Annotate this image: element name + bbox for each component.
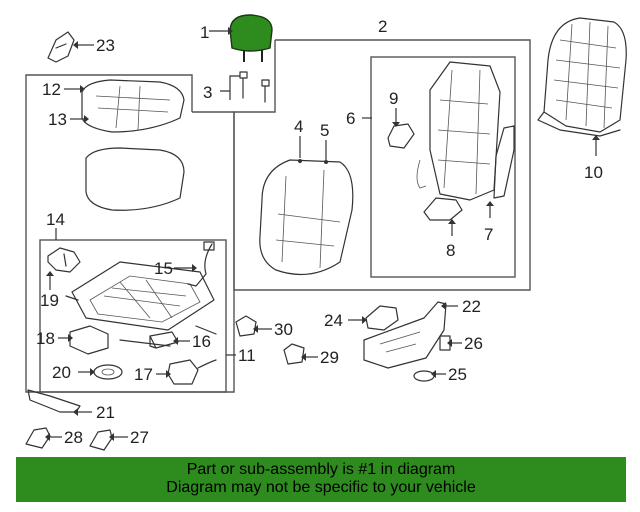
callout-16: 16 <box>192 332 211 351</box>
cushion-pad-part <box>85 147 185 211</box>
motor-part-18 <box>69 325 109 355</box>
callout-14: 14 <box>46 210 65 229</box>
switch-part-24 <box>365 305 399 331</box>
banner-line-2: Diagram may not be specific to your vehi… <box>166 479 476 496</box>
leader-3 <box>220 75 240 92</box>
callout-19: 19 <box>40 291 59 310</box>
side-shield-part-22 <box>363 301 447 369</box>
side-module-part-7 <box>493 125 515 199</box>
callout-6: 6 <box>346 109 355 128</box>
seatback-cover-part <box>259 159 354 276</box>
callout-15: 15 <box>154 259 173 278</box>
callout-9: 9 <box>389 89 398 108</box>
callout-29: 29 <box>320 348 339 367</box>
knob-part-25 <box>413 370 435 382</box>
callout-4: 4 <box>294 117 303 136</box>
callout-1: 1 <box>200 23 209 42</box>
callout-13: 13 <box>48 110 67 129</box>
clip-part-30 <box>235 315 257 337</box>
callout-27: 27 <box>130 428 149 447</box>
info-banner: Part or sub-assembly is #1 in diagram Di… <box>16 457 626 502</box>
callout-7: 7 <box>484 225 493 244</box>
callout-21: 21 <box>96 403 115 422</box>
clip-part-28 <box>25 427 51 449</box>
callout-10: 10 <box>584 163 603 182</box>
seatback-group-box <box>233 39 531 291</box>
callout-22: 22 <box>462 297 481 316</box>
track-group-box <box>39 239 227 393</box>
callout-28: 28 <box>64 428 83 447</box>
callout-18: 18 <box>36 329 55 348</box>
clip-part-27 <box>89 429 113 451</box>
frame-group-box <box>370 56 516 278</box>
bracket-part-8 <box>423 197 463 221</box>
seat-track-frame <box>65 261 217 347</box>
motor-part-17 <box>167 359 217 385</box>
callout-30: 30 <box>274 320 293 339</box>
banner-line-1: Part or sub-assembly is #1 in diagram <box>186 461 456 478</box>
gear-part-20 <box>93 364 123 380</box>
switch-part-16 <box>149 331 179 349</box>
callout-2: 2 <box>378 17 387 36</box>
callout-12: 12 <box>42 80 61 99</box>
callout-5: 5 <box>320 121 329 140</box>
cushion-cover-part <box>81 79 185 133</box>
callout-17: 17 <box>134 365 153 384</box>
cushion-group-box <box>25 74 235 393</box>
clip-part-29 <box>283 343 305 365</box>
bracket-part-23 <box>47 31 75 63</box>
motor-part-19 <box>47 247 81 273</box>
callout-25: 25 <box>448 365 467 384</box>
callout-24: 24 <box>324 311 343 330</box>
callout-20: 20 <box>52 363 71 382</box>
headrest-guide-part <box>239 71 270 103</box>
callout-3: 3 <box>203 83 212 102</box>
back-panel-part-10 <box>537 17 627 137</box>
callout-26: 26 <box>464 334 483 353</box>
callout-11: 11 <box>238 346 256 365</box>
callout-8: 8 <box>446 241 455 260</box>
cable-part-15 <box>187 243 213 287</box>
bracket-part-9 <box>387 123 415 149</box>
seatback-frame-part <box>416 61 501 201</box>
callout-23: 23 <box>96 36 115 55</box>
headrest-part[interactable] <box>229 14 273 62</box>
trim-part-21 <box>27 389 81 413</box>
